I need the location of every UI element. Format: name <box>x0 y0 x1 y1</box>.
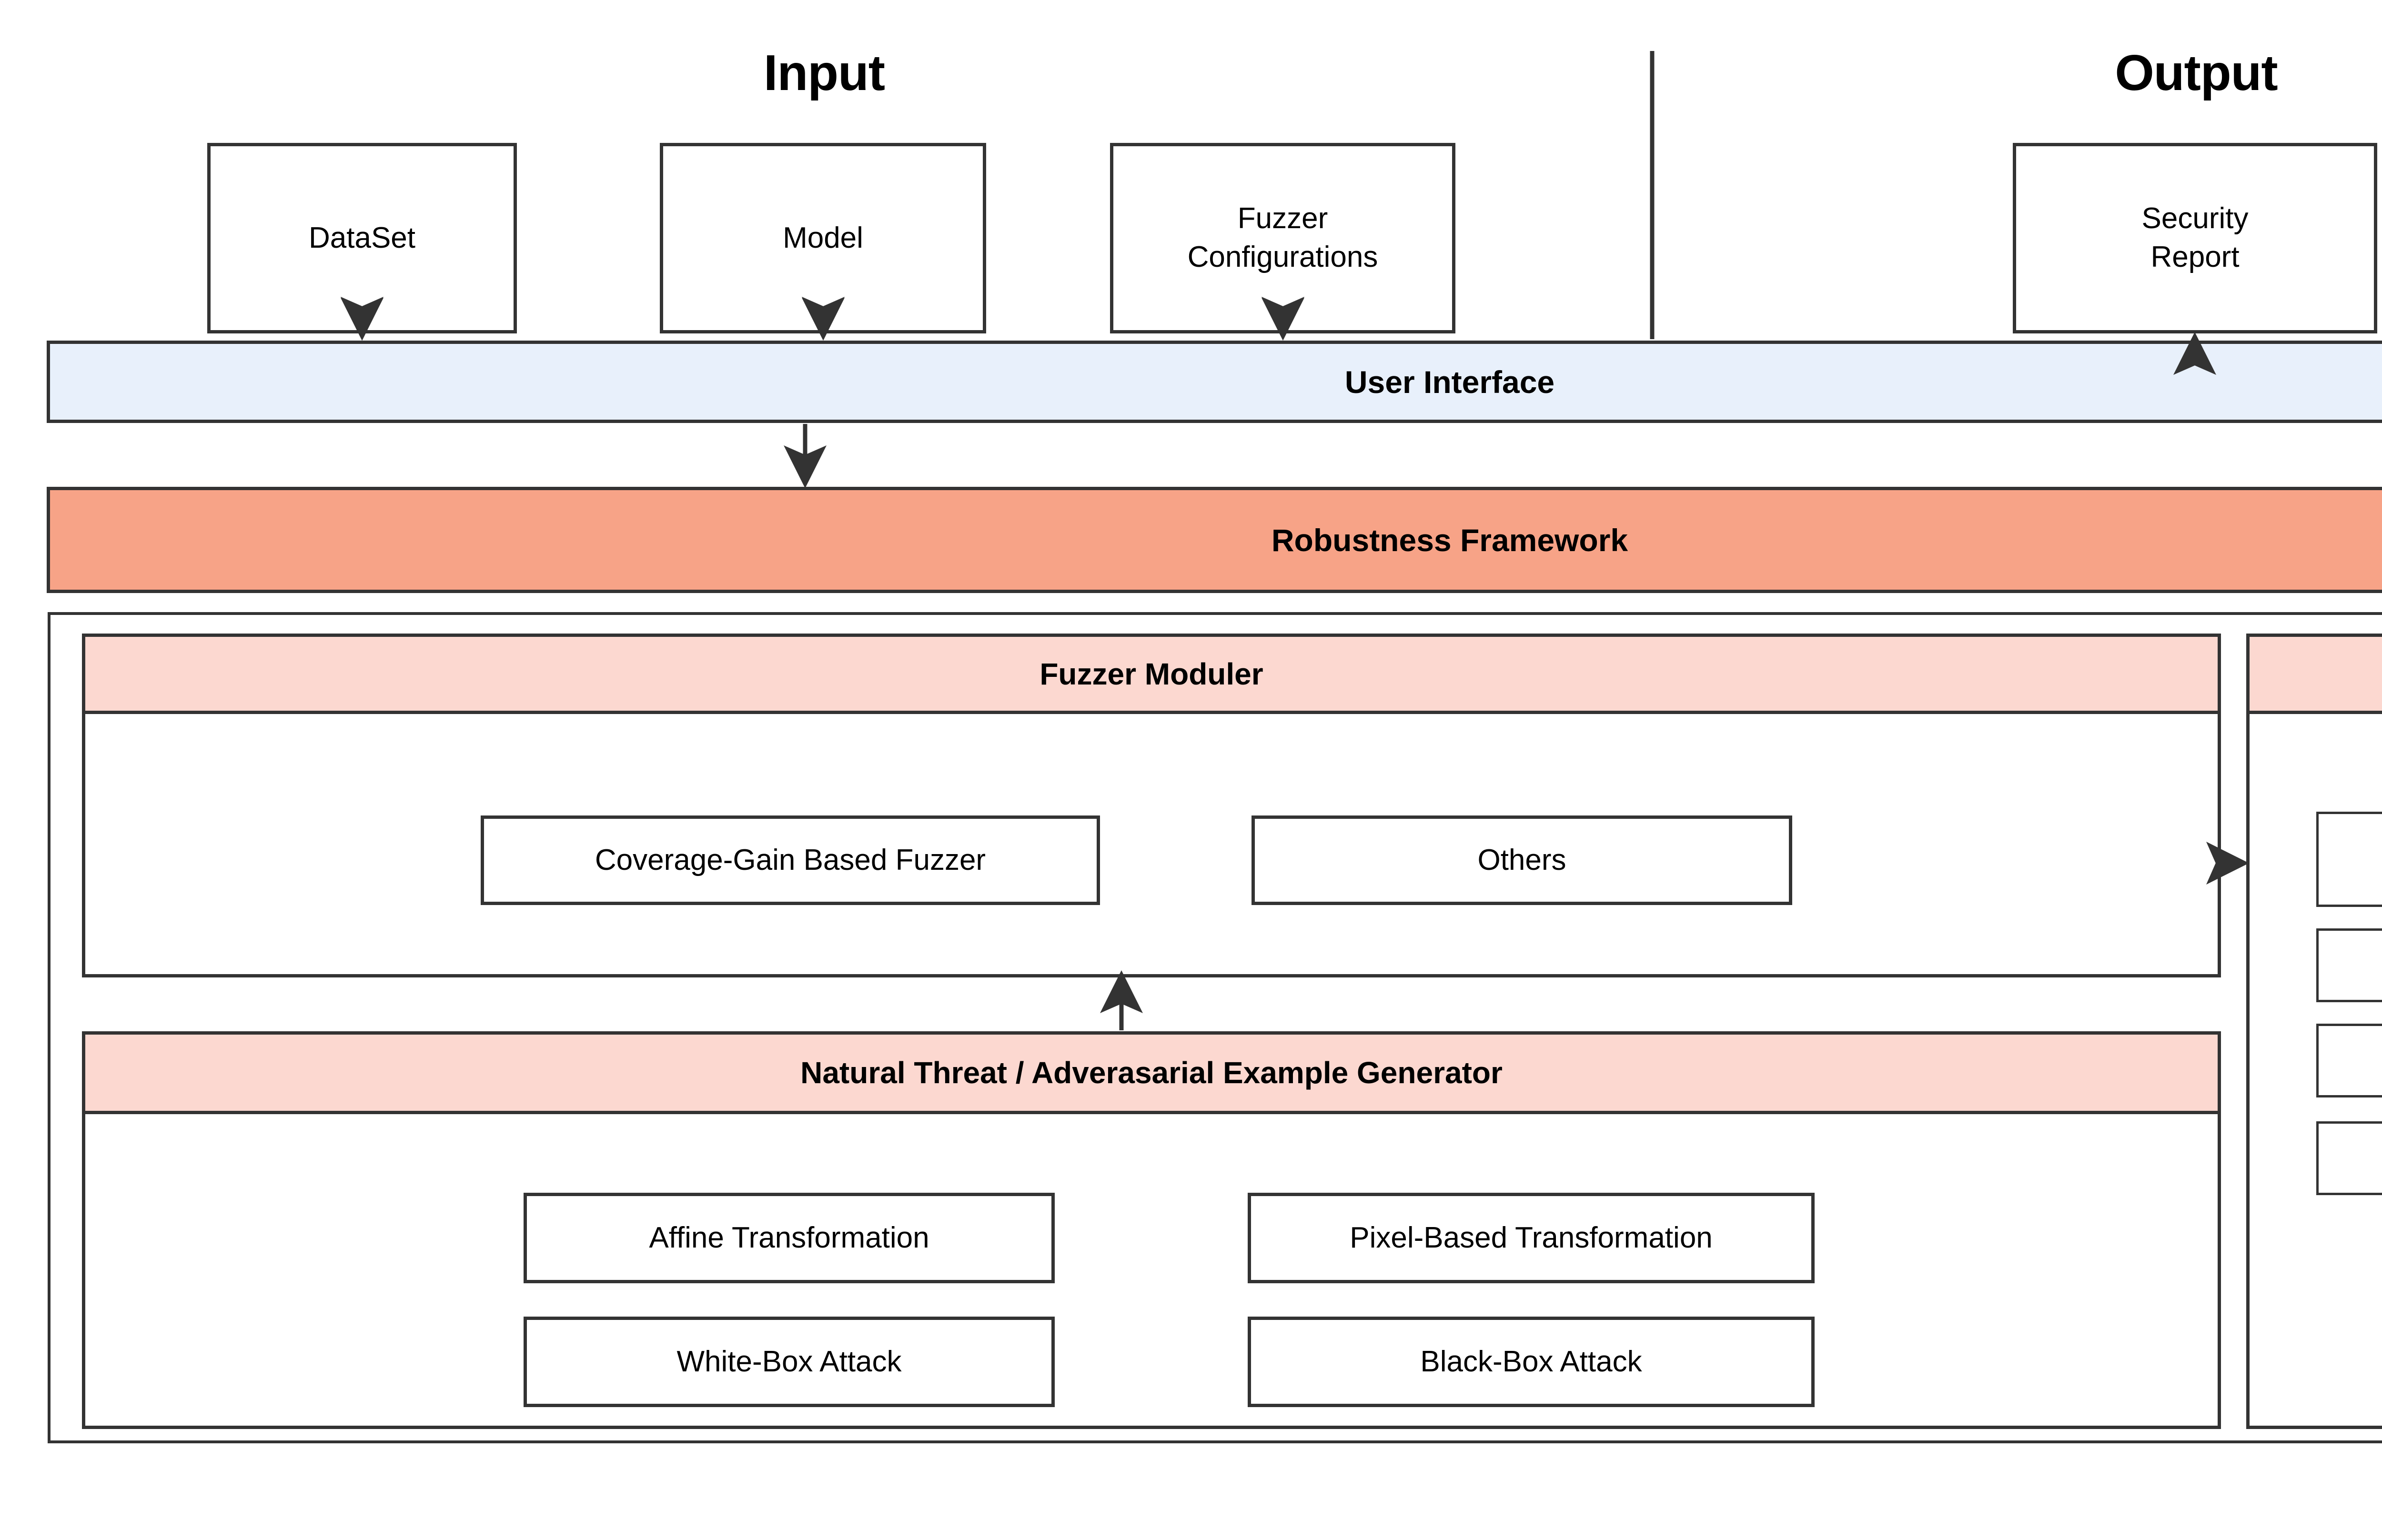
generator-item-black-box-attack[interactable]: Black-Box Attack <box>1248 1317 1815 1407</box>
generator-item-white-box-attack[interactable]: White-Box Attack <box>524 1317 1055 1407</box>
output-node-security-report-label: Security Report <box>2141 202 2249 273</box>
generator-item-pixel-based-transformation-label: Pixel-Based Transformation <box>1350 1221 1713 1254</box>
fuzzer-moduler-panel[interactable]: Fuzzer Moduler Coverage-Gain Based Fuzze… <box>82 634 2221 977</box>
input-node-fuzzer-configurations[interactable]: Fuzzer Configurations <box>1110 143 1455 333</box>
fuzzer-item-coverage-gain-based-fuzzer[interactable]: Coverage-Gain Based Fuzzer <box>481 815 1100 905</box>
input-section-title: Input <box>764 45 885 101</box>
generator-panel[interactable]: Natural Threat / Adverasarial Example Ge… <box>82 1031 2221 1429</box>
generator-item-affine-transformation[interactable]: Affine Transformation <box>524 1193 1055 1283</box>
input-node-model-label: Model <box>783 221 863 254</box>
fuzzer-item-coverage-gain-based-fuzzer-label: Coverage-Gain Based Fuzzer <box>595 843 986 876</box>
evaluation-item-others[interactable]: Others <box>2316 1121 2382 1195</box>
fuzzer-item-others-label: Others <box>1477 843 1566 876</box>
fuzzer-moduler-body: Coverage-Gain Based Fuzzer Others <box>85 714 2218 974</box>
evaluation-body: Classification Utility Coverage Utility … <box>2250 714 2382 1426</box>
input-node-dataset[interactable]: DataSet <box>207 143 517 333</box>
generator-header: Natural Threat / Adverasarial Example Ge… <box>85 1035 2218 1114</box>
evaluation-item-attack-utility[interactable]: Attack Utility <box>2316 1024 2382 1097</box>
generator-item-pixel-based-transformation[interactable]: Pixel-Based Transformation <box>1248 1193 1815 1283</box>
generator-body: Affine Transformation Pixel-Based Transf… <box>85 1114 2218 1426</box>
robustness-framework-bar[interactable]: Robustness Framework <box>47 487 2382 593</box>
output-section-title: Output <box>2115 45 2278 101</box>
output-node-security-report[interactable]: Security Report <box>2013 143 2377 333</box>
input-node-fuzzer-configurations-label: Fuzzer Configurations <box>1187 202 1378 273</box>
generator-item-white-box-attack-label: White-Box Attack <box>676 1345 902 1378</box>
evaluation-item-classification-utility[interactable]: Classification Utility <box>2316 812 2382 907</box>
evaluation-item-coverage-utility[interactable]: Coverage Utility <box>2316 928 2382 1002</box>
input-node-model[interactable]: Model <box>660 143 986 333</box>
generator-item-affine-transformation-label: Affine Transformation <box>649 1221 929 1254</box>
fuzzer-item-others[interactable]: Others <box>1252 815 1792 905</box>
robustness-framework-label: Robustness Framework <box>1271 522 1628 558</box>
evaluation-header: Evaluation <box>2250 637 2382 714</box>
generator-item-black-box-attack-label: Black-Box Attack <box>1420 1345 1642 1378</box>
user-interface-label: User Interface <box>1344 364 1555 400</box>
input-node-dataset-label: DataSet <box>308 221 416 254</box>
fuzzer-moduler-header: Fuzzer Moduler <box>85 637 2218 714</box>
user-interface-bar[interactable]: User Interface <box>47 341 2382 423</box>
evaluation-panel[interactable]: Evaluation Classification Utility Covera… <box>2246 634 2382 1429</box>
